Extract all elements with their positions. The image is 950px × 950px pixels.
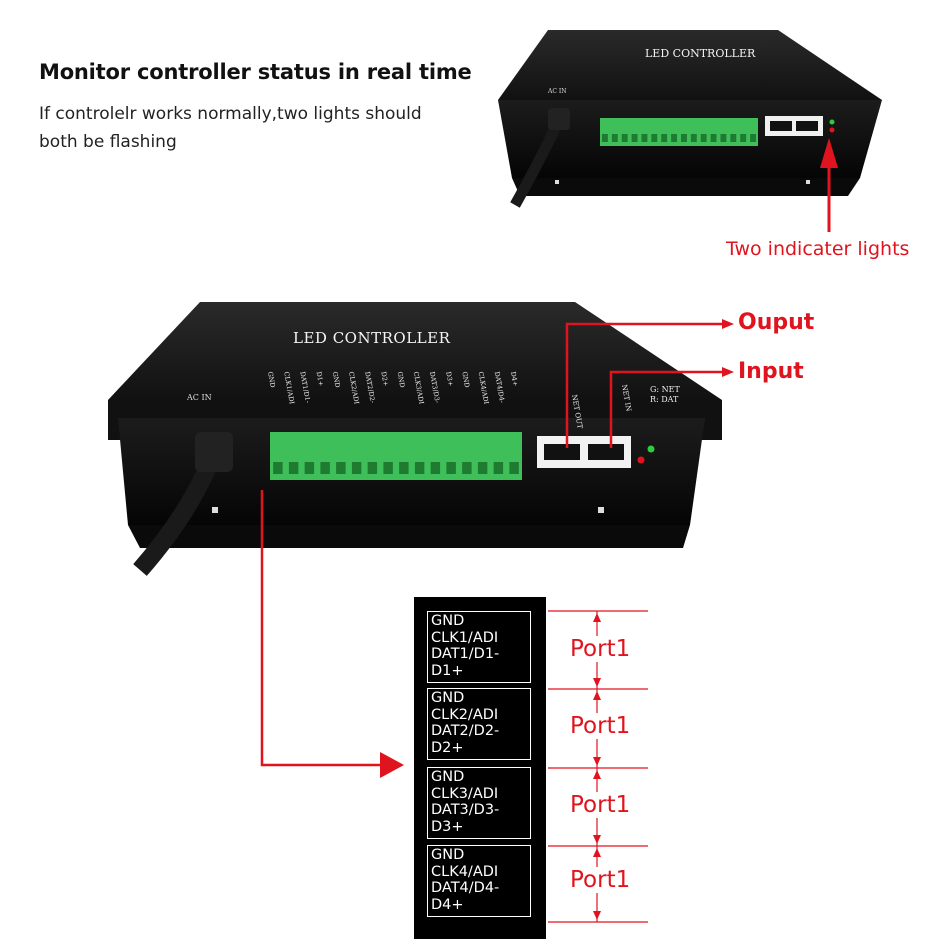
port-2-line-4: D2+ (431, 739, 464, 756)
terminal-slot (641, 134, 648, 142)
terminal-slot (320, 462, 330, 474)
terminal-slot (430, 462, 441, 474)
port-1-line-1: GND (431, 613, 465, 629)
terminal-label: GND (331, 371, 342, 388)
small-device-brand: LED CONTROLLER (645, 47, 756, 60)
port-3-line-3: DAT3/D3- (431, 802, 500, 818)
terminal-to-table-line (260, 490, 404, 778)
small-led-red (829, 127, 835, 133)
port-2-line-1: GND (431, 690, 465, 706)
port-2-line-2: CLK2/ADI (431, 706, 499, 723)
terminal-slot (367, 462, 378, 474)
terminal-slot (477, 462, 488, 474)
status-legend-green: G: NET (650, 385, 680, 394)
port-cell-1: GND CLK1/ADI DAT1/D1- D1+ (427, 611, 531, 683)
indicator-lights-label: Two indicater lights (726, 238, 910, 260)
terminal-slot (273, 462, 283, 474)
terminal-slot (631, 134, 638, 142)
status-description-line-2: both be flashing (39, 132, 177, 152)
port-pinout-table: GND CLK1/ADI DAT1/D1- D1+ GND CLK2/ADI D… (414, 597, 546, 939)
input-label: Input (738, 359, 804, 384)
terminal-label: GND (396, 371, 407, 388)
terminal-slot (710, 134, 717, 142)
terminal-slot (462, 462, 472, 474)
terminal-label: GND (266, 371, 277, 388)
terminal-slot (399, 462, 409, 474)
port-1-line-2: CLK1/ADI (431, 629, 499, 646)
port-label-4: Port1 (568, 867, 642, 893)
output-label: Ouput (738, 310, 815, 335)
terminal-slot (621, 134, 628, 142)
terminal-label: GND (460, 371, 471, 388)
port-label-1: Port1 (568, 636, 642, 662)
terminal-slot (601, 134, 608, 142)
status-description: If controlelr works normally,two lights … (39, 100, 459, 156)
indicator-arrow (820, 138, 838, 232)
terminal-slot (383, 462, 393, 474)
terminal-slot (740, 134, 747, 142)
port-1-line-4: D1+ (431, 662, 464, 679)
small-device-ac-in: AC IN (547, 88, 566, 95)
port-4-line-3: DAT4/D4- (431, 880, 500, 896)
port-3-line-4: D3+ (431, 818, 464, 835)
terminal-slot (351, 462, 362, 474)
terminal-slot (414, 462, 425, 474)
port-label-2: Port1 (568, 713, 642, 739)
port-3-line-2: CLK3/ADI (431, 785, 499, 802)
port-1-line-3: DAT1/D1- (431, 646, 500, 662)
port-label-3: Port1 (568, 792, 642, 818)
status-legend-red: R: DAT (650, 395, 679, 404)
page-title: Monitor controller status in real time (39, 60, 472, 84)
terminal-slot (720, 134, 727, 142)
terminal-slot (509, 462, 519, 474)
output-connector-line (565, 319, 734, 448)
large-device-ac-in: AC IN (186, 393, 212, 402)
terminal-label: D2+ (379, 371, 389, 387)
terminal-slot (700, 134, 707, 142)
terminal-slot (493, 462, 504, 474)
port-2-line-3: DAT2/D2- (431, 723, 500, 739)
terminal-slot (661, 134, 668, 142)
terminal-slot (750, 134, 757, 142)
port-3-line-1: GND (431, 769, 465, 785)
terminal-slot (671, 134, 678, 142)
small-controller-device: LED CONTROLLER AC IN (498, 30, 882, 208)
terminal-slot (680, 134, 687, 142)
terminal-slot (304, 462, 315, 474)
port-4-line-4: D4+ (431, 896, 464, 913)
status-description-line-1: If controlelr works normally,two lights … (39, 104, 422, 124)
terminal-label: D1+ (315, 371, 325, 387)
port-cell-3: GND CLK3/ADI DAT3/D3- D3+ (427, 767, 531, 839)
large-led-red (637, 456, 645, 464)
terminal-label: D3+ (444, 371, 454, 387)
terminal-slot (651, 134, 658, 142)
terminal-slot (446, 462, 456, 474)
terminal-slot (336, 462, 346, 474)
terminal-slot (690, 134, 697, 142)
port-4-line-2: CLK4/ADI (431, 863, 499, 880)
small-led-green (829, 119, 835, 125)
terminal-slot (288, 462, 299, 474)
terminal-slot (611, 134, 618, 142)
large-device-brand: LED CONTROLLER (293, 329, 451, 347)
port-cell-2: GND CLK2/ADI DAT2/D2- D2+ (427, 688, 531, 760)
port-cell-4: GND CLK4/ADI DAT4/D4- D4+ (427, 845, 531, 917)
terminal-slot (730, 134, 737, 142)
terminal-label: D4+ (509, 371, 519, 387)
large-led-green (647, 445, 655, 453)
port-4-line-1: GND (431, 847, 465, 863)
input-connector-line (609, 367, 734, 448)
